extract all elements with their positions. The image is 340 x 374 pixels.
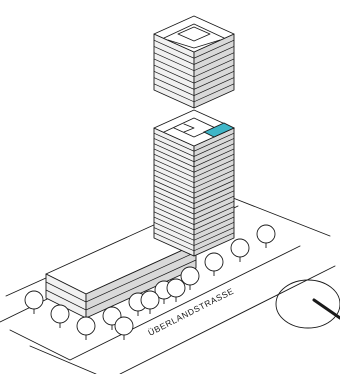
tree (230, 238, 250, 262)
module-floor-line (153, 83, 235, 103)
tower-floor-line (153, 174, 235, 194)
tower-floor-line (153, 143, 235, 163)
tower-floor-line (153, 148, 235, 168)
module-floor-line (153, 58, 235, 78)
podium-floor-line (45, 251, 197, 303)
tower-floor-line (153, 206, 235, 225)
module-floor-line (153, 64, 235, 84)
tower-floor-line (153, 159, 235, 178)
tower-floor-line (153, 138, 235, 157)
tower-floor-line (153, 195, 235, 215)
tower-floor-line (153, 221, 235, 241)
detached-module (153, 15, 235, 109)
tower-floor-line (153, 211, 235, 231)
tree (114, 316, 134, 340)
module-floor-line (153, 77, 235, 96)
tower-floor-line (153, 185, 235, 205)
tower-floor-line (153, 153, 235, 173)
tree (76, 316, 96, 340)
tower-floor-line (153, 201, 235, 220)
tree (166, 278, 186, 302)
tower-floor-line (153, 169, 235, 189)
module-floor-line (153, 52, 235, 72)
tower-floor-line (153, 132, 235, 152)
tree (204, 252, 224, 276)
tree (50, 304, 70, 328)
tree (256, 224, 276, 248)
module-floor-line (153, 46, 235, 65)
tower-floor-line (153, 232, 235, 252)
podium-floor-line (45, 259, 197, 311)
street-trees (24, 224, 276, 340)
tower-floor-line (153, 180, 235, 199)
tower-floor-line (153, 216, 235, 236)
podium-building (45, 223, 197, 319)
module-floor-line (153, 39, 235, 59)
north-arrow-icon (275, 279, 340, 329)
tree (24, 290, 44, 314)
tower-floor-line (153, 227, 235, 246)
tree (180, 266, 200, 290)
tower-building (153, 109, 236, 257)
tower-floor-line (153, 164, 235, 184)
module-floor-line (153, 71, 235, 90)
tower-floor-line (153, 190, 235, 210)
highlighted-roof-unit (202, 122, 236, 138)
tree (140, 290, 160, 314)
